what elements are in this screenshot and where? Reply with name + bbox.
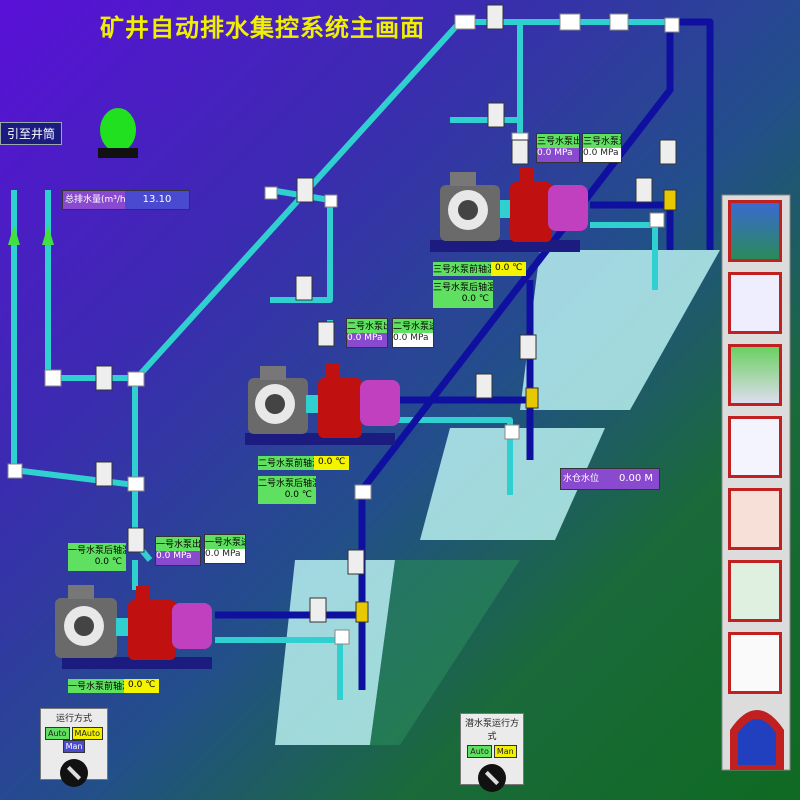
nav-thumb-5[interactable]: [728, 488, 782, 550]
nav-thumb-6[interactable]: [728, 560, 782, 622]
pump3-rear-bearing: 三号水泵后轴温 0.0 ℃: [433, 280, 493, 308]
mode-manual-button[interactable]: Man: [62, 740, 86, 753]
nav-thumb-4[interactable]: [728, 416, 782, 478]
nav-thumb-7[interactable]: [728, 632, 782, 694]
pump3-front-bearing-value: 0.0: [495, 263, 510, 273]
pump3-rear-bearing-value: 0.0: [461, 294, 477, 304]
mode-mauto-button[interactable]: MAuto: [71, 727, 104, 740]
mode-switch-knob-icon[interactable]: [60, 759, 88, 787]
pump3-inlet-pressure: 三号水泵进口压力 0.0 MPa: [582, 133, 622, 163]
pump-3: [430, 168, 588, 252]
pump3-front-bearing: 三号水泵前轴温 0.0 ℃: [433, 262, 533, 276]
alarm-lamp-icon: [100, 108, 136, 152]
submersible-switch-knob-icon[interactable]: [478, 764, 506, 792]
pump2-rear-bearing-value: 0.0: [284, 490, 300, 500]
pump3-inlet-pressure-value: 0.0: [583, 148, 598, 158]
sump-pool-3: [520, 250, 720, 410]
pump1-front-bearing: 一号水泵前轴温 0.0 ℃: [68, 679, 178, 693]
pump1-inlet-pressure: 一号水泵进口压力 0.0 MPa: [204, 534, 246, 564]
pump1-outlet-pressure: 一号水泵出口压力 0.0 MPa: [155, 536, 201, 566]
nav-thumb-main[interactable]: [728, 200, 782, 262]
submersible-manual-button[interactable]: Man: [493, 745, 517, 758]
pump1-front-bearing-value: 0.0: [128, 680, 143, 690]
total-flow-label: 总排水量(m³/h): [63, 191, 125, 209]
pump1-rear-bearing-value: 0.0: [94, 557, 110, 567]
pump2-inlet-pressure-value: 0.0: [393, 333, 408, 343]
pump2-front-bearing-value: 0.0: [318, 457, 333, 467]
total-flow-value: 13.10: [125, 191, 189, 209]
submersible-auto-button[interactable]: Auto: [467, 745, 492, 758]
outlet-arrow-icon: [8, 225, 20, 245]
pump2-rear-bearing: 二号水泵后轴温 0.0 ℃: [258, 476, 316, 504]
pump3-outlet-pressure-value: 0.0: [537, 148, 552, 158]
pump2-outlet-pressure-value: 0.0: [347, 333, 362, 343]
pump3-outlet-pressure: 三号水泵出口压力 0.0 MPa: [536, 133, 580, 163]
pump2-outlet-pressure: 二号水泵出口压力 0.0 MPa: [346, 318, 388, 348]
exit-door-icon[interactable]: [728, 698, 784, 770]
nav-thumb-3[interactable]: [728, 344, 782, 406]
pump1-inlet-pressure-value: 0.0: [205, 549, 220, 559]
outlet-label: 引至井筒: [0, 122, 63, 145]
page-title: 矿井自动排水集控系统主画面: [100, 14, 425, 42]
pump2-inlet-pressure: 二号水泵进口压力 0.0 MPa: [392, 318, 434, 348]
mode-auto-button[interactable]: Auto: [44, 727, 70, 740]
pump-2: [245, 364, 400, 445]
sump-level-value: 0.00: [618, 473, 642, 484]
pump1-rear-bearing: 一号水泵后轴温 0.0 ℃: [68, 543, 126, 571]
pump-1: [55, 585, 212, 669]
total-flow-display: 总排水量(m³/h) 13.10: [62, 190, 190, 210]
nav-thumb-2[interactable]: [728, 272, 782, 334]
pump2-front-bearing: 二号水泵前轴温 0.0 ℃: [258, 456, 358, 470]
pump1-outlet-pressure-value: 0.0: [156, 551, 171, 561]
sump-level-display: 水仓水位 0.00 M: [560, 468, 660, 490]
